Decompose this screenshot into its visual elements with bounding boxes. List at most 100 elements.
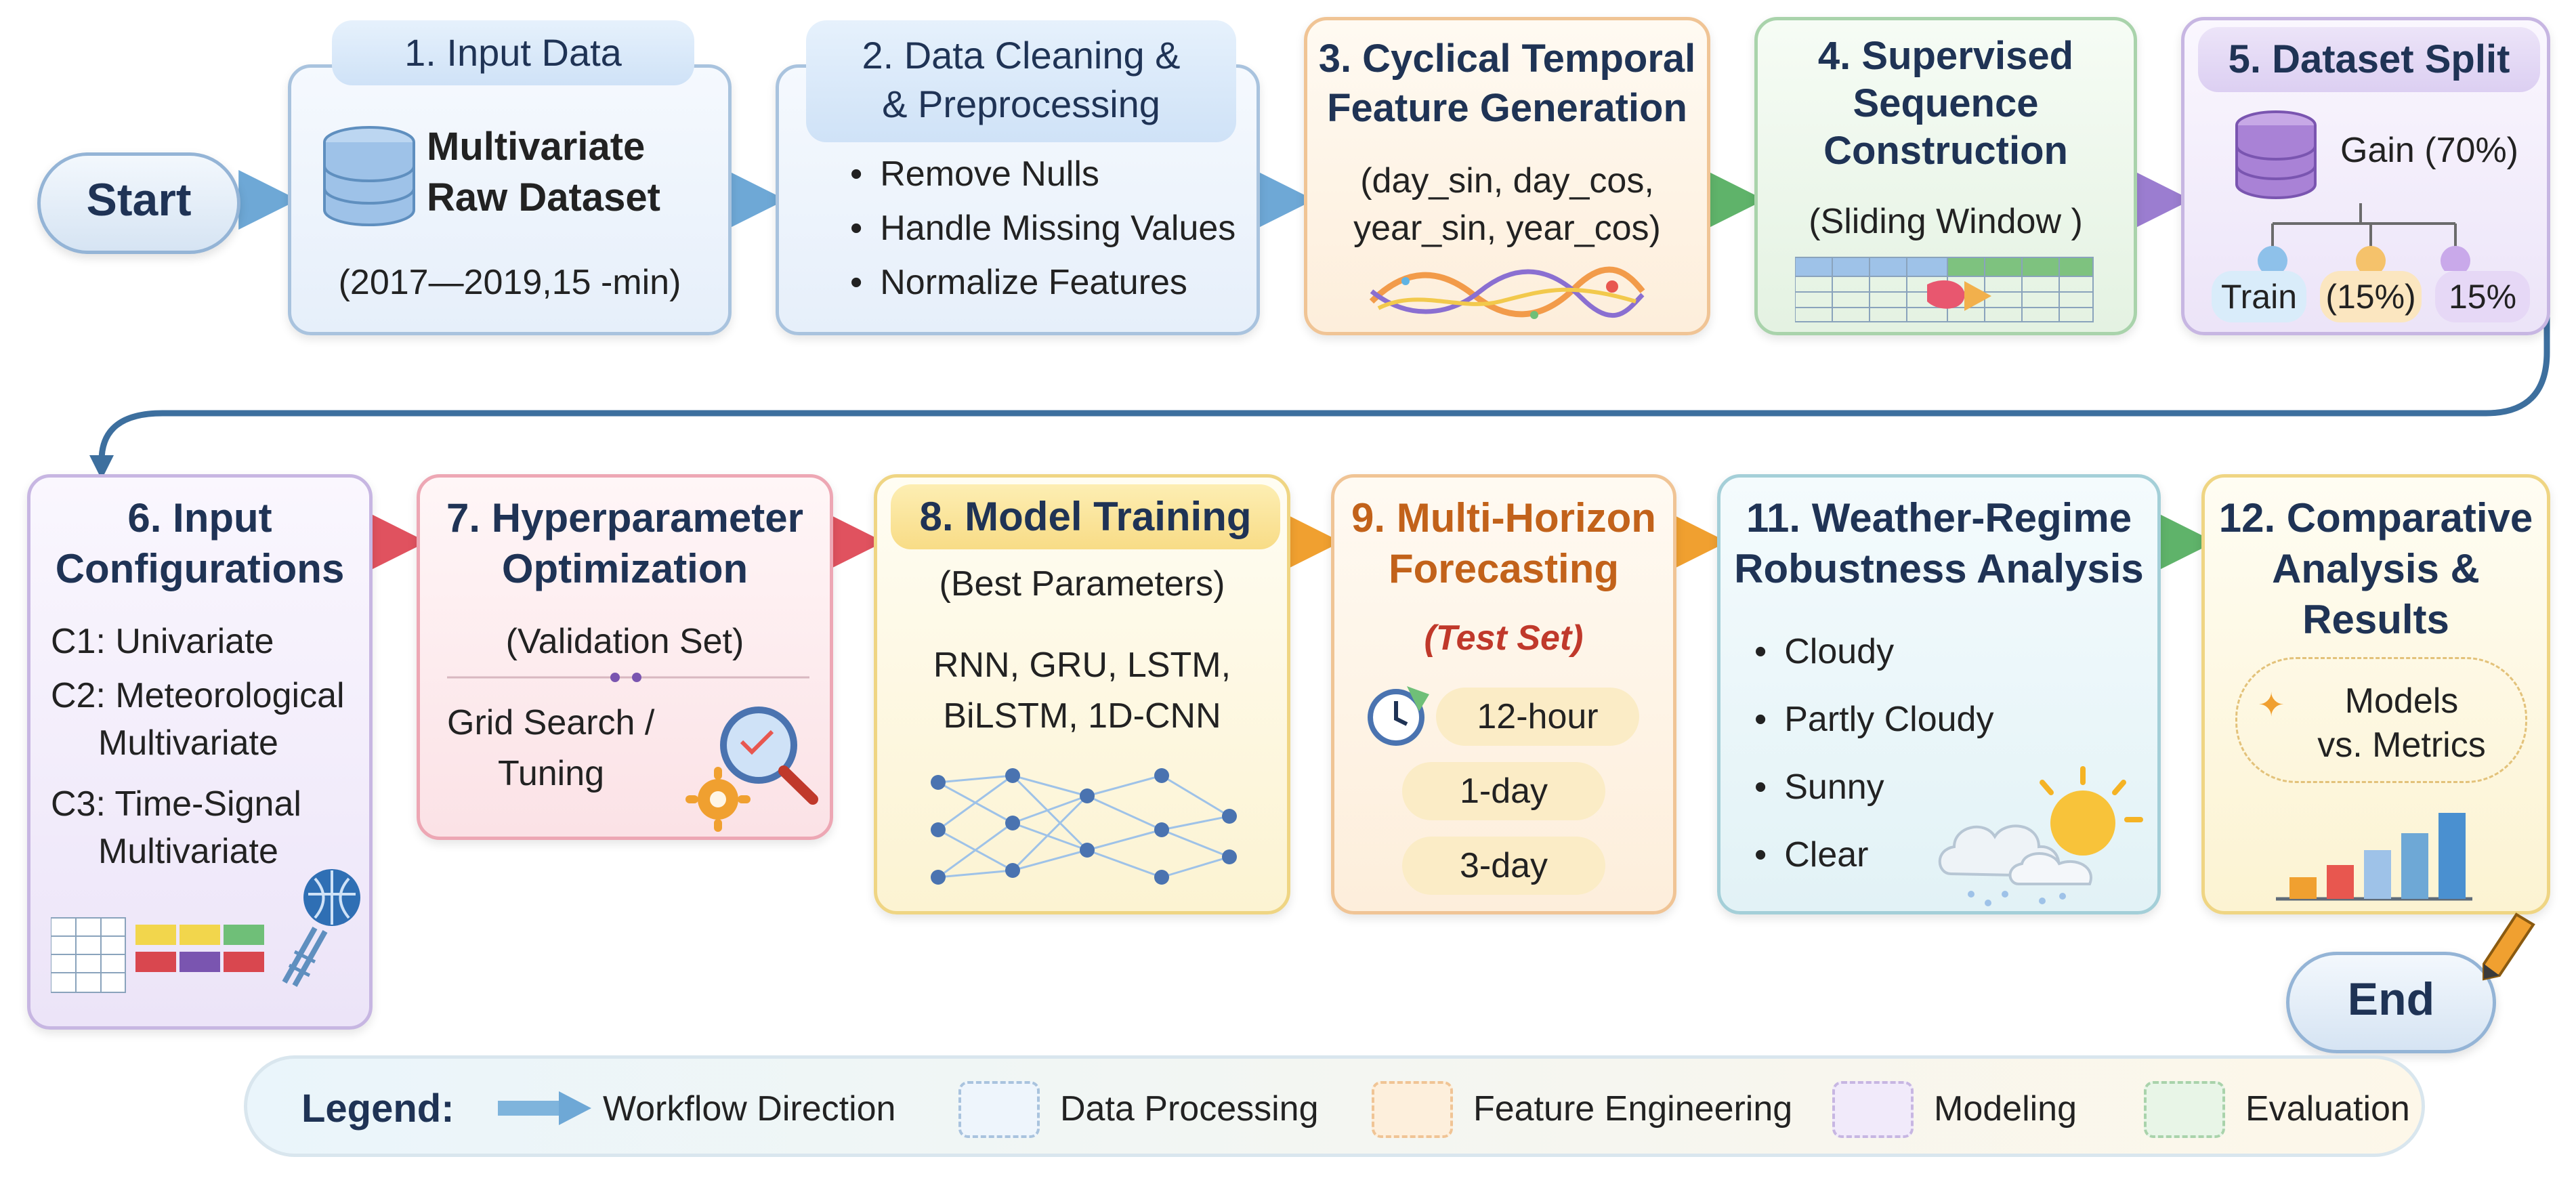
step-7-validation-set: (Validation Set) [505, 622, 744, 661]
legend-data-processing: Data Processing [1060, 1089, 1319, 1129]
step-11-title-line1: 11. Weather-Regime [1746, 495, 2132, 541]
step-12-title-line2: Analysis & [2272, 546, 2480, 591]
step-4-method: (Sliding Window ) [1809, 202, 2083, 241]
step-8-subtitle: (Best Parameters) [939, 564, 1225, 604]
split-test: 15% [2435, 271, 2530, 322]
step-2-bullet-2: Handle Missing Values [850, 207, 1236, 250]
arrow-split-to-configurations [89, 251, 2550, 480]
step-weather-robustness: 11. Weather-Regime Robustness Analysis C… [1717, 474, 2161, 914]
step-8-models-line2: BiLSTM, 1D-CNN [943, 696, 1221, 736]
step-data-cleaning: 2. Data Cleaning & & Preprocessing Remov… [776, 20, 1260, 335]
end-label: End [2347, 973, 2435, 1025]
database-split-icon [2235, 110, 2317, 199]
start-node: Start [37, 152, 240, 254]
step-8-title: 8. Model Training [891, 484, 1280, 549]
step-4-title-line1: 4. Supervised [1817, 34, 2074, 78]
step-hyperparameter-optimization: 7. Hyperparameter Optimization (Validati… [417, 474, 833, 840]
legend-swatch-data-processing [958, 1081, 1040, 1138]
step-2-title-line2: & Preprocessing [882, 83, 1160, 125]
step-1-dataset-line2: Raw Dataset [427, 175, 660, 219]
step-3-features-line2: year_sin, year_cos) [1353, 209, 1661, 248]
regime-clear: Clear [1754, 833, 1868, 877]
step-3-title-line1: 3. Cyclical Temporal [1318, 37, 1696, 81]
step-7-method-line2: Tuning [498, 754, 605, 793]
config-c3-line1: C3: Time-Signal [51, 784, 301, 824]
step-sequence-construction: 4. Supervised Sequence Construction (Sli… [1754, 17, 2137, 335]
legend-swatch-modeling [1832, 1081, 1914, 1138]
step-2-title: 2. Data Cleaning & & Preprocessing [806, 20, 1236, 142]
config-c2-line1: C2: Meteorological [51, 676, 345, 715]
step-dataset-split: 5. Dataset Split Gain (70%) Train (15%) … [2181, 17, 2550, 335]
step-12-title-line3: Results [2302, 597, 2449, 642]
results-note-bubble: ✦ Models vs. Metrics [2235, 657, 2527, 783]
legend-workflow-direction: Workflow Direction [603, 1089, 896, 1129]
config-c2-line2: Multivariate [98, 723, 278, 763]
horizon-3-day: 3-day [1402, 837, 1605, 895]
config-c1: C1: Univariate [51, 622, 274, 661]
bar-chart-icon [2276, 813, 2472, 901]
clock-icon [1368, 686, 1429, 746]
regime-sunny: Sunny [1754, 765, 1884, 809]
legend: Legend: Workflow Direction Data Processi… [244, 1055, 2425, 1157]
legend-swatch-feature-engineering [1372, 1081, 1453, 1138]
sparkle-icon: ✦ [2258, 688, 2285, 723]
step-3-features-line1: (day_sin, day_cos, [1360, 161, 1654, 201]
results-note-line2: vs. Metrics [2317, 725, 2486, 765]
step-9-test-set: (Test Set) [1424, 618, 1584, 658]
split-train: Train [2212, 271, 2306, 322]
step-11-title-line2: Robustness Analysis [1734, 546, 2144, 591]
weather-cloud-sun-icon [1938, 766, 2143, 906]
legend-title: Legend: [301, 1087, 455, 1131]
config-c3-line2: Multivariate [98, 832, 278, 871]
wave-signal-icon [1369, 266, 1645, 319]
step-9-title-line1: 9. Multi-Horizon [1351, 495, 1656, 541]
step-input-data: 1. Input Data Multivariate Raw Dataset (… [288, 20, 732, 335]
step-cyclical-features: 3. Cyclical Temporal Feature Generation … [1304, 17, 1710, 335]
horizon-1-day: 1-day [1402, 762, 1605, 820]
neural-network-icon [931, 768, 1237, 885]
step-12-title-line1: 12. Comparative [2218, 495, 2533, 541]
step-9-title-line2: Forecasting [1388, 546, 1620, 591]
step-1-period: (2017—2019,15 -min) [338, 263, 681, 302]
horizon-12-hour: 12-hour [1436, 688, 1639, 746]
step-4-title-line3: Construction [1823, 129, 2068, 173]
step-7-title-line1: 7. Hyperparameter [446, 495, 803, 541]
legend-feature-engineering: Feature Engineering [1473, 1089, 1793, 1129]
step-multi-horizon-forecasting: 9. Multi-Horizon Forecasting (Test Set) … [1331, 474, 1676, 914]
step-1-dataset-line1: Multivariate [427, 125, 646, 169]
step-2-bullet-1: Remove Nulls [850, 152, 1099, 196]
step-model-training: 8. Model Training (Best Parameters) RNN,… [874, 474, 1290, 914]
step-1-title: 1. Input Data [332, 20, 694, 85]
step-comparative-analysis: 12. Comparative Analysis & Results ✦ Mod… [2201, 474, 2550, 914]
legend-swatch-evaluation [2144, 1081, 2225, 1138]
step-8-models-line1: RNN, GRU, LSTM, [933, 646, 1231, 685]
regime-partly-cloudy: Partly Cloudy [1754, 698, 1993, 741]
start-label: Start [86, 174, 192, 226]
gear-magnifier-icon [685, 707, 818, 832]
database-icon [323, 126, 415, 226]
step-3-title-line2: Feature Generation [1327, 86, 1687, 130]
step-7-method-line1: Grid Search / [447, 703, 655, 742]
step-2-bullet-3: Normalize Features [850, 261, 1187, 304]
legend-modeling: Modeling [1934, 1089, 2077, 1129]
end-node: End [2286, 952, 2496, 1053]
split-validation: (15%) [2320, 271, 2422, 322]
regime-cloudy: Cloudy [1754, 630, 1894, 673]
legend-evaluation: Evaluation [2245, 1089, 2410, 1129]
step-7-title-line2: Optimization [501, 546, 748, 591]
results-note-line1: Models [2344, 681, 2459, 721]
step-2-title-line1: 2. Data Cleaning & [862, 34, 1181, 77]
split-tree-icon [2258, 203, 2470, 271]
step-5-gain: Gain (70%) [2340, 131, 2518, 170]
step-5-title: 5. Dataset Split [2198, 27, 2540, 92]
legend-workflow-arrow-icon [498, 1091, 591, 1125]
satellite-dish-icon [282, 869, 360, 987]
pencil-icon [2483, 912, 2535, 981]
step-6-title-line1: 6. Input [127, 495, 272, 541]
step-4-title-line2: Sequence [1853, 81, 2039, 125]
divider-dots [447, 673, 809, 682]
sliding-window-grid-icon [1795, 257, 2094, 322]
step-6-title-line2: Configurations [55, 546, 345, 591]
